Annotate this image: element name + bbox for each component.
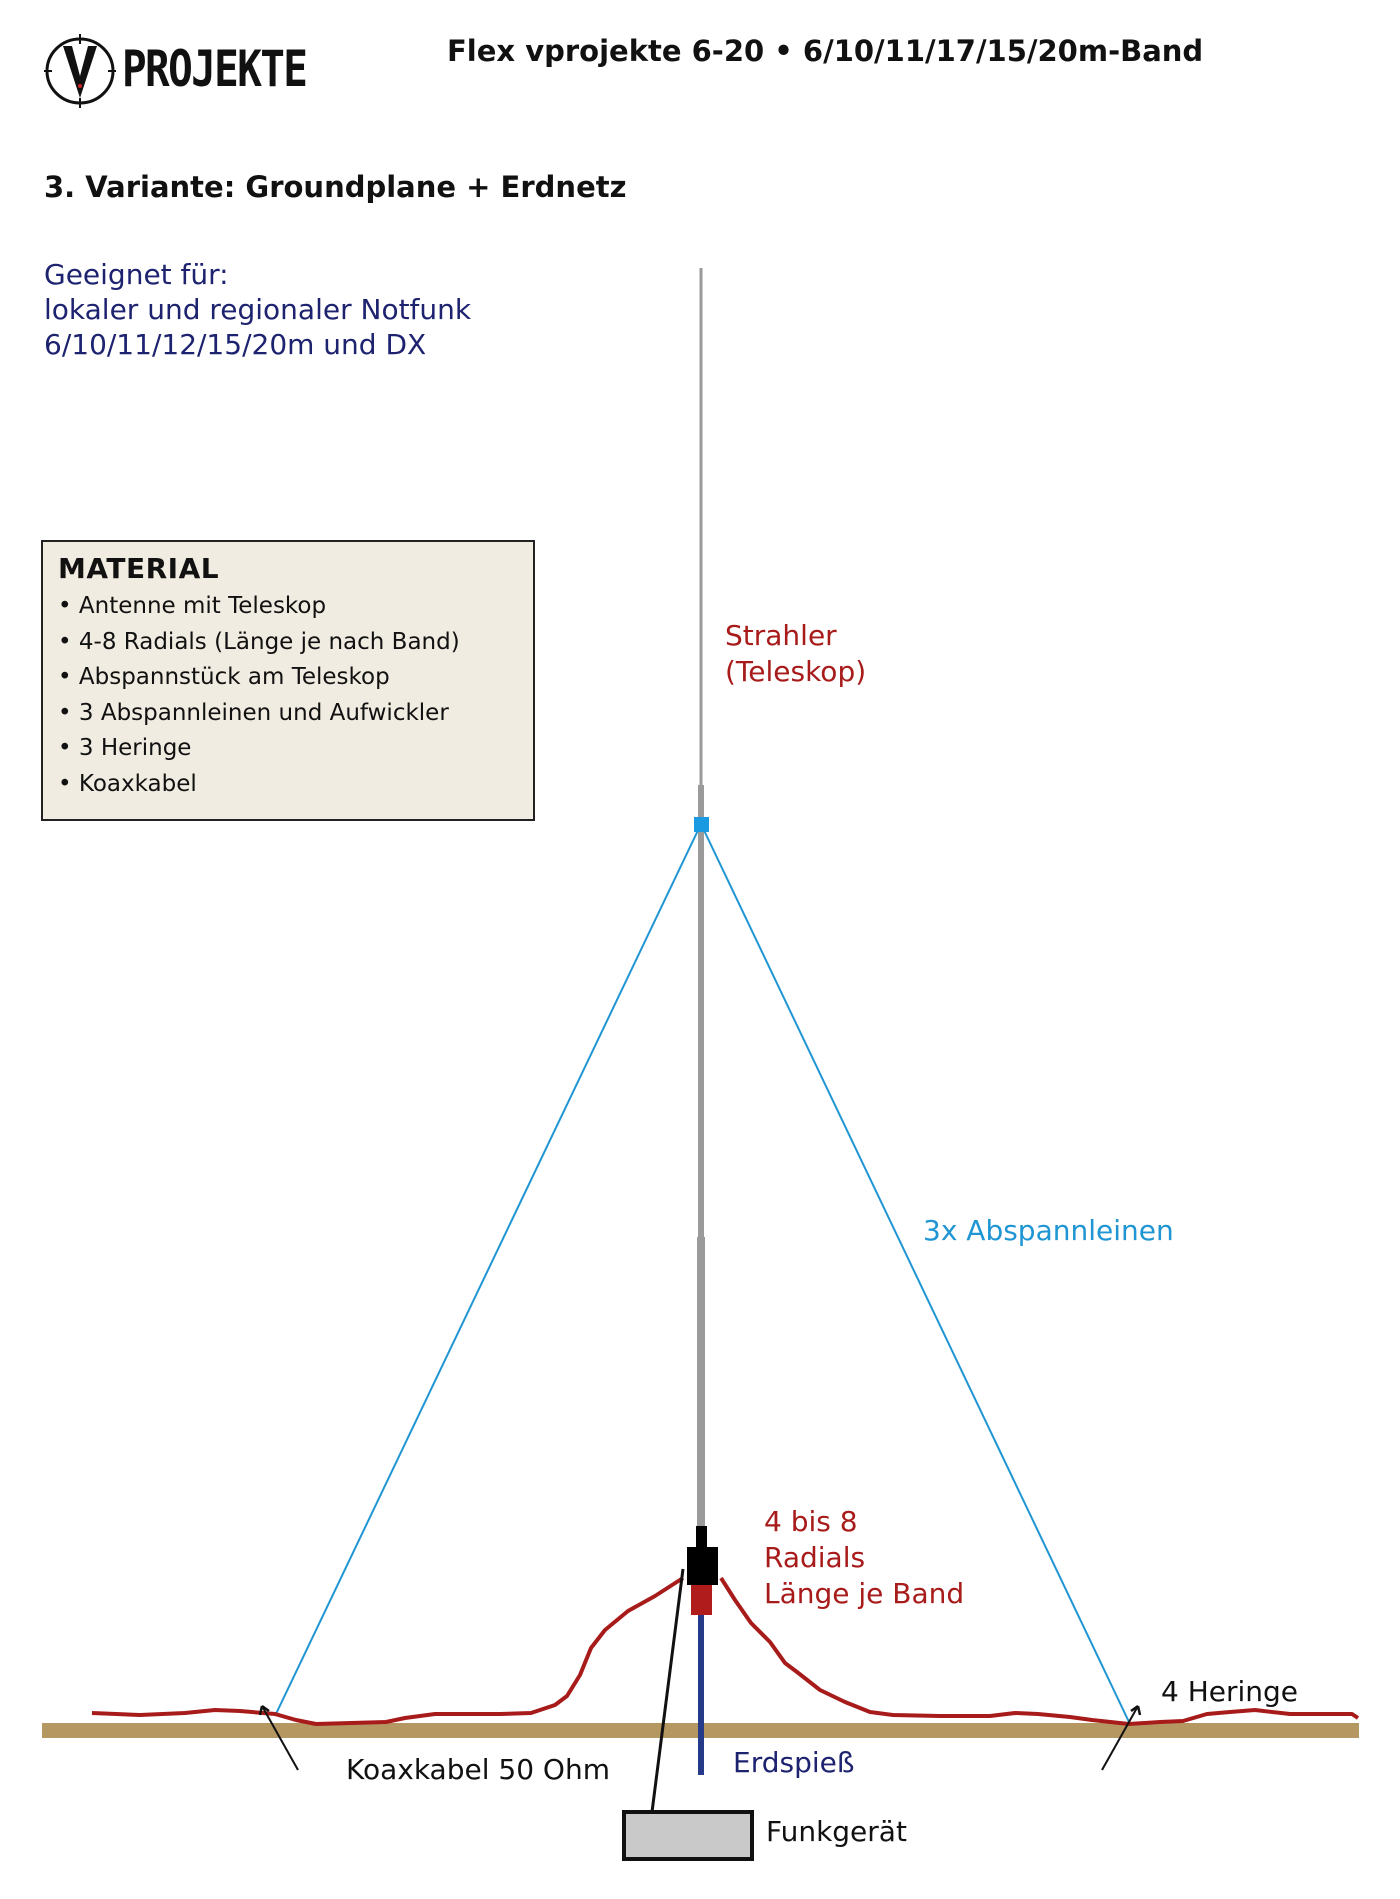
pegs-label: 4 Heringe	[1161, 1675, 1299, 1708]
radial-wire	[91, 1576, 1360, 1726]
suitability-line: lokaler und regionaler Notfunk	[44, 293, 472, 326]
material-item: 3 Abspannleinen und Aufwickler	[58, 696, 533, 732]
guy-ring	[694, 817, 709, 832]
radio-label: Funkgerät	[766, 1815, 907, 1848]
radio-box	[622, 1810, 754, 1861]
coax-cable	[650, 1568, 685, 1813]
material-item: 4-8 Radials (Länge je nach Band)	[58, 625, 533, 661]
material-title: MATERIAL	[58, 552, 220, 585]
material-box: MATERIAL Antenne mit Teleskop 4-8 Radial…	[41, 540, 535, 821]
variant-heading: 3. Variante: Groundplane + Erdnetz	[44, 170, 627, 204]
connector-top	[696, 1526, 707, 1550]
radials-label-line: 4 bis 8	[764, 1505, 858, 1538]
vprojekte-logo-icon	[44, 34, 116, 108]
suitability-line: 6/10/11/12/15/20m und DX	[44, 328, 427, 361]
connector-body	[687, 1547, 718, 1585]
radiator-label-line: Strahler	[725, 619, 837, 652]
coax-label: Koaxkabel 50 Ohm	[346, 1753, 610, 1786]
peg-arrow-left	[261, 1705, 299, 1771]
guy-line-left	[274, 823, 702, 1717]
suitability-text: Geeignet für: lokaler und regionaler Not…	[44, 257, 471, 362]
material-list: Antenne mit Teleskop 4-8 Radials (Länge …	[58, 589, 533, 802]
radiator-label: Strahler (Teleskop)	[725, 618, 866, 690]
peg-arrow-left-head	[258, 1704, 270, 1716]
guy-line-right	[700, 823, 1130, 1723]
radiator-label-line: (Teleskop)	[725, 655, 867, 688]
peg-arrow-right	[1101, 1705, 1139, 1771]
suitability-line: Geeignet für:	[44, 258, 229, 291]
material-item: Abspannstück am Teleskop	[58, 660, 533, 696]
logo-text: PROJEKTE	[122, 40, 308, 98]
radials-label-line: Radials	[764, 1541, 866, 1574]
material-item: Koaxkabel	[58, 767, 533, 803]
material-item: Antenne mit Teleskop	[58, 589, 533, 625]
connector-red	[691, 1585, 712, 1615]
material-item: 3 Heringe	[58, 731, 533, 767]
radials-label-line: Länge je Band	[764, 1577, 965, 1610]
ground-rod-label: Erdspieß	[733, 1746, 855, 1779]
radials-label: 4 bis 8 Radials Länge je Band	[764, 1504, 964, 1612]
page-title: Flex vprojekte 6-20 • 6/10/11/17/15/20m-…	[447, 34, 1204, 68]
peg-arrow-right-head	[1130, 1704, 1142, 1716]
guy-lines-label: 3x Abspannleinen	[923, 1214, 1174, 1247]
